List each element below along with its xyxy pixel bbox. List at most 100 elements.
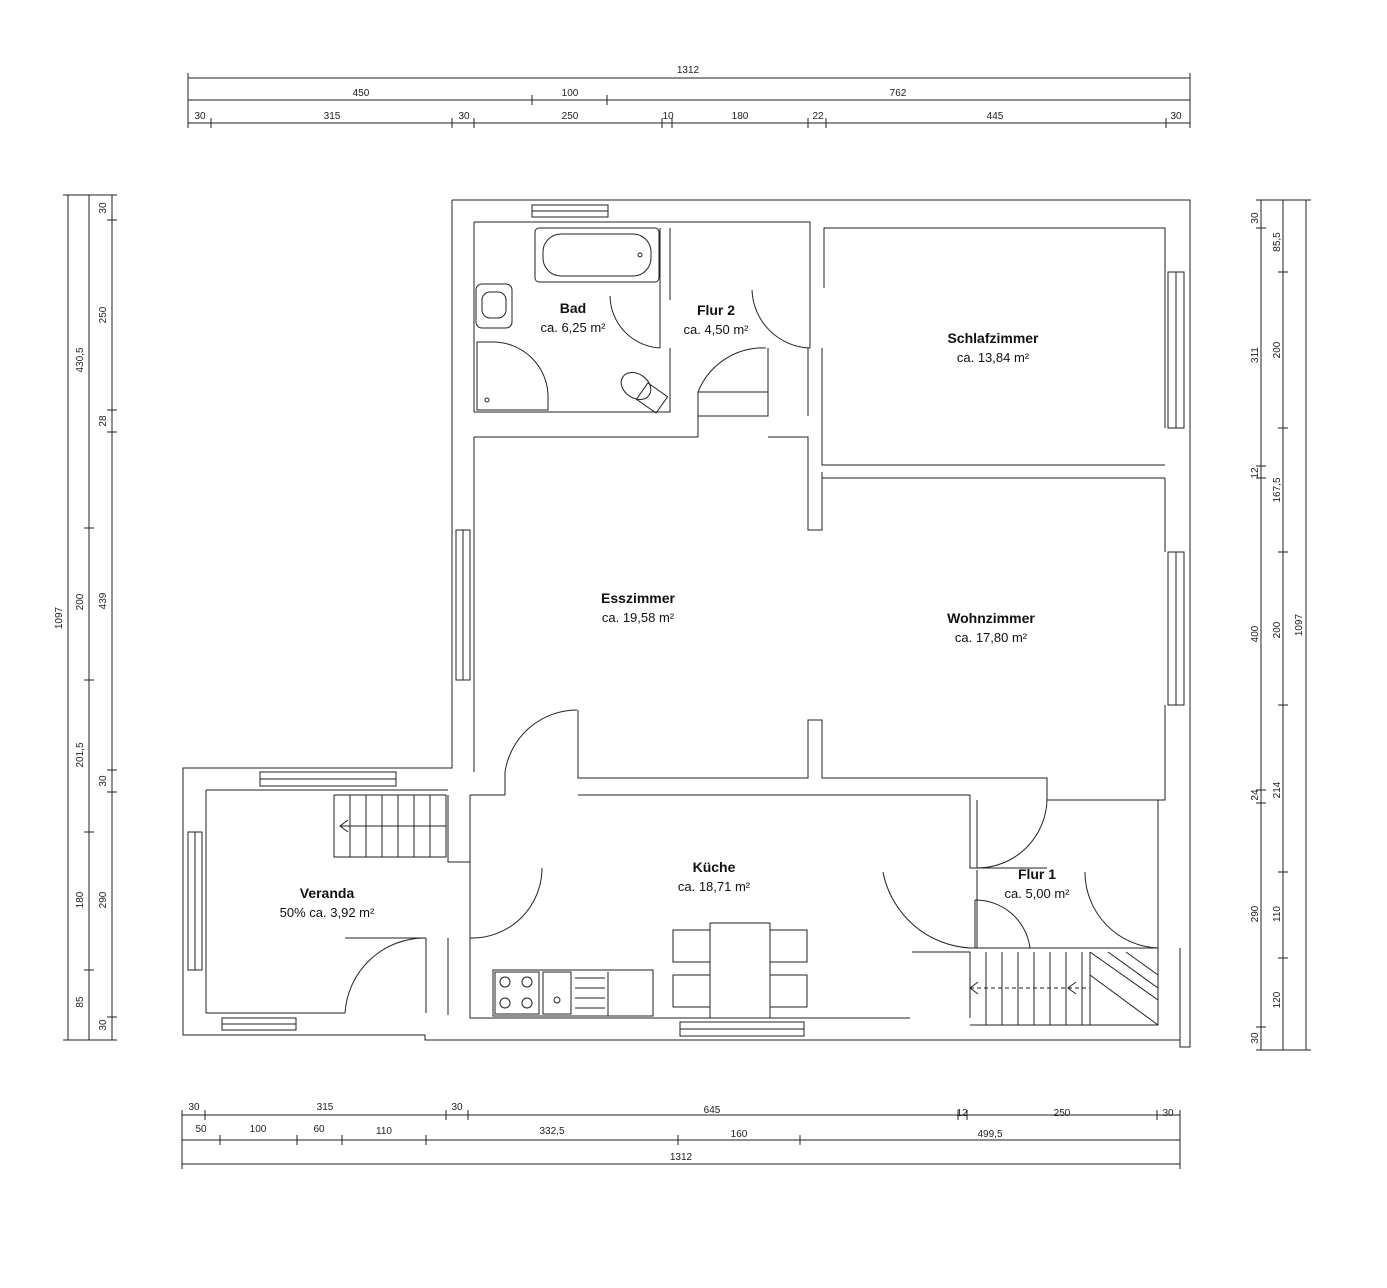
- door-veranda-kueche: [469, 867, 543, 939]
- dim-left-middle-1: 200: [75, 593, 86, 610]
- kitchen-top-inner-b: [578, 794, 978, 869]
- dining-kitchen-wall: [577, 710, 1158, 801]
- dimension-lines: 1312 450 100 762 30 315 30 250 10 180 22…: [54, 65, 1311, 1169]
- dim-left-middle-3: 180: [75, 891, 86, 908]
- dim-right-middle-5: 110: [1272, 906, 1283, 922]
- right-wall-inner-low: [1157, 705, 1166, 948]
- dim-bottom-2-2: 60: [313, 1124, 325, 1135]
- washbasin: [475, 283, 513, 329]
- room-area-veranda: 50% ca. 3,92 m²: [280, 905, 375, 920]
- dim-left-inner-5: 290: [98, 891, 109, 908]
- chair: [672, 974, 711, 1008]
- dining-table: [709, 922, 771, 1019]
- room-name-wohnzimmer: Wohnzimmer: [947, 610, 1035, 626]
- dim-top-3-3: 250: [562, 111, 579, 122]
- dim-left-inner-2: 28: [98, 415, 109, 427]
- dim-right-middle-2: 167,5: [1272, 477, 1283, 502]
- dim-left-outer-0: 1097: [54, 606, 65, 629]
- dim-right-middle-1: 200: [1272, 341, 1283, 358]
- dim-right-outer-0: 1097: [1294, 613, 1305, 636]
- doors: [344, 288, 1159, 1014]
- dim-left-middle-0: 430,5: [75, 347, 86, 372]
- dim-bottom-2-1: 100: [250, 1124, 267, 1135]
- dim-right-middle-4: 214: [1272, 781, 1283, 798]
- door-flur2-schlafzimmer: [751, 288, 811, 349]
- dim-right-inner-5: 290: [1250, 905, 1261, 922]
- room-name-schlafzimmer: Schlafzimmer: [947, 330, 1039, 346]
- room-name-flur2: Flur 2: [697, 302, 735, 318]
- flur1-stair-box: [912, 951, 971, 1018]
- kitchen-veranda-wall-b: [447, 795, 470, 863]
- door-flur2-esszimmer: [697, 347, 768, 393]
- dim-right-inner-0: 30: [1250, 212, 1261, 224]
- dim-left-middle-4: 85: [75, 996, 86, 1008]
- dim-top-3-4: 10: [662, 111, 674, 122]
- kitchen-counter: [492, 969, 654, 1017]
- door-kueche-esszimmer: [504, 709, 578, 795]
- dim-top-2-1: 100: [562, 88, 579, 99]
- dim-left-inner-0: 30: [98, 202, 109, 214]
- chair: [769, 974, 808, 1008]
- dim-right-middle-3: 200: [1272, 621, 1283, 638]
- chair: [769, 929, 808, 963]
- dim-top-3-1: 315: [324, 111, 341, 122]
- room-labels: Bad ca. 6,25 m² Flur 2 ca. 4,50 m² Schla…: [280, 300, 1071, 920]
- dim-right-inner-3: 400: [1250, 625, 1261, 642]
- room-area-wohnzimmer: ca. 17,80 m²: [955, 630, 1028, 645]
- fixtures: [333, 227, 1159, 1026]
- stove: [494, 971, 540, 1015]
- dim-left-inner-4: 30: [98, 775, 109, 787]
- dim-left-inner-1: 250: [98, 306, 109, 323]
- door-veranda-exit: [344, 937, 427, 1014]
- dim-right-inner-2: 12: [1250, 467, 1261, 479]
- door-flur1-exit: [1084, 871, 1159, 949]
- shower: [476, 341, 549, 411]
- dim-right-middle-0: 85,5: [1272, 232, 1283, 252]
- exterior-wall-outer: [182, 199, 1191, 1048]
- dim-top-1-0: 1312: [677, 65, 700, 76]
- bath-lower-wall: [474, 348, 671, 413]
- dim-left-inner-3: 439: [98, 592, 109, 609]
- room-name-esszimmer: Esszimmer: [601, 590, 675, 606]
- room-name-flur1: Flur 1: [1018, 866, 1056, 882]
- windows: [187, 204, 1185, 1037]
- dim-bottom-1-6: 30: [1162, 1108, 1174, 1119]
- dim-right-inner-4: 24: [1250, 789, 1261, 801]
- room-area-flur1: ca. 5,00 m²: [1004, 886, 1070, 901]
- dim-top-2-0: 450: [353, 88, 370, 99]
- kitchen-veranda-wall-d: [469, 938, 910, 1019]
- top-wall-inner: [474, 221, 811, 288]
- door-flur1-wohnzimmer: [976, 799, 1048, 869]
- dim-bottom-2-3: 110: [376, 1126, 392, 1137]
- dim-top-3-8: 30: [1170, 111, 1182, 122]
- door-flur1-stair: [974, 899, 1031, 949]
- dim-bottom-3-0: 1312: [670, 1152, 693, 1163]
- chair: [672, 929, 711, 963]
- top-wall-inner-right: [823, 227, 1166, 288]
- kitchen-sink: [542, 971, 572, 1015]
- room-name-veranda: Veranda: [300, 885, 355, 901]
- bedroom-lower-wall: [821, 416, 1165, 466]
- dim-right-middle-6: 120: [1272, 991, 1283, 1008]
- dim-bottom-2-4: 332,5: [539, 1126, 564, 1137]
- dim-bottom-1-3: 645: [704, 1105, 721, 1116]
- dim-top-3-6: 22: [812, 111, 824, 122]
- dim-bottom-2-5: 160: [731, 1129, 748, 1140]
- door-bad: [609, 295, 661, 349]
- room-area-schlafzimmer: ca. 13,84 m²: [957, 350, 1030, 365]
- dim-top-3-2: 30: [458, 111, 470, 122]
- door-kueche-flur1: [882, 870, 978, 949]
- flur2-lower-wall: [698, 348, 769, 417]
- dim-bottom-2-6: 499,5: [977, 1129, 1002, 1140]
- dim-top-3-7: 445: [987, 111, 1004, 122]
- walls: [182, 199, 1191, 1048]
- dim-top-3-0: 30: [194, 111, 206, 122]
- dim-right-inner-1: 311: [1250, 347, 1261, 363]
- bathtub: [534, 227, 660, 283]
- room-area-esszimmer: ca. 19,58 m²: [602, 610, 675, 625]
- dim-bottom-1-1: 315: [317, 1102, 334, 1113]
- veranda-stairs: [333, 794, 447, 858]
- dim-bottom-1-0: 30: [188, 1102, 200, 1113]
- room-name-kueche: Küche: [693, 859, 736, 875]
